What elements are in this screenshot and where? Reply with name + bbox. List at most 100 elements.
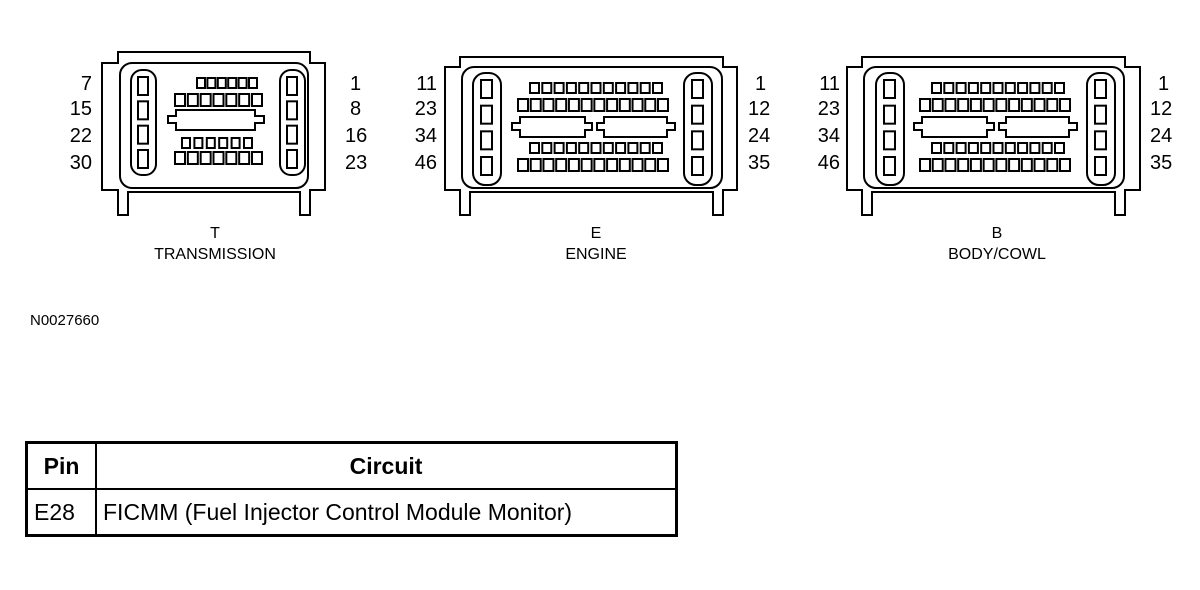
pin-label: 23 xyxy=(415,98,437,120)
pin-label: 46 xyxy=(818,152,840,174)
pin-cavity xyxy=(205,137,216,149)
pin-cavity xyxy=(517,98,529,112)
pin-cavity xyxy=(652,82,663,94)
pin-label: 7 xyxy=(81,73,92,95)
pin-cavity xyxy=(1054,82,1065,94)
pin-label: 1 xyxy=(1158,73,1169,95)
pin-label: 15 xyxy=(70,98,92,120)
pin-cavity xyxy=(982,98,995,112)
connector-letter: B xyxy=(992,225,1003,242)
table-row: E28 FICMM (Fuel Injector Control Module … xyxy=(25,488,678,537)
pin-cavity xyxy=(1029,142,1041,154)
pin-cavity xyxy=(992,82,1004,94)
pin-cavity xyxy=(216,77,227,89)
pin-cavity xyxy=(529,142,540,154)
pin-circuit-table: Pin Circuit E28 FICMM (Fuel Injector Con… xyxy=(25,441,678,537)
pin-label: 23 xyxy=(818,98,840,120)
pin-cavity xyxy=(957,158,970,172)
pin-label: 24 xyxy=(748,125,770,147)
pin-cavity xyxy=(225,93,238,107)
pin-cavity xyxy=(286,100,298,121)
connector-inner-frame xyxy=(863,66,1125,189)
pin-cavity xyxy=(995,158,1008,172)
pin-cavity xyxy=(593,98,606,112)
pin-column-left xyxy=(130,69,157,176)
pin-cavity xyxy=(238,93,251,107)
pin-cavity xyxy=(1059,98,1071,112)
pin-cavity xyxy=(657,158,669,172)
pin-cavity xyxy=(883,104,896,125)
pin-cavity xyxy=(580,98,593,112)
circuit-cell: FICMM (Fuel Injector Control Module Moni… xyxy=(95,488,678,537)
pin-cavity xyxy=(1020,98,1033,112)
pin-cavity xyxy=(618,98,631,112)
pin-cavity xyxy=(1046,158,1059,172)
pin-cavity xyxy=(1020,158,1033,172)
pin-cavity xyxy=(969,98,982,112)
pin-label: 23 xyxy=(345,152,367,174)
pin-cavity xyxy=(137,124,149,145)
pin-column-right xyxy=(1086,72,1116,186)
pin-cavity xyxy=(644,98,657,112)
connector-inner-frame xyxy=(119,62,309,189)
pin-cavity xyxy=(931,82,942,94)
pin-cavity xyxy=(1033,158,1046,172)
pin-cavity xyxy=(541,82,553,94)
pin-cavity xyxy=(1029,82,1041,94)
pin-cavity xyxy=(944,98,957,112)
pin-cavity xyxy=(541,142,553,154)
pin-cavity xyxy=(631,158,644,172)
pin-label: 46 xyxy=(415,152,437,174)
pin-cavity xyxy=(237,77,248,89)
pin-cavity xyxy=(542,98,555,112)
pin-column-left xyxy=(472,72,502,186)
pin-grid xyxy=(137,76,298,169)
pin-cavity xyxy=(529,82,540,94)
pin-column-right xyxy=(683,72,713,186)
pin-cavity xyxy=(593,158,606,172)
pin-cavity xyxy=(1017,142,1029,154)
pin-cavity xyxy=(1054,142,1065,154)
pin-cavity xyxy=(230,137,241,149)
pin-cavity xyxy=(199,151,212,165)
pin-cavity xyxy=(631,98,644,112)
pin-cavity xyxy=(957,98,970,112)
pin-cavity xyxy=(174,151,186,165)
connector-name: BODY/COWL xyxy=(948,246,1046,263)
pin-cavity xyxy=(186,93,199,107)
pin-cavity xyxy=(980,142,992,154)
pin-cavity xyxy=(567,158,580,172)
pin-cavity xyxy=(1059,158,1071,172)
pin-cavity xyxy=(919,158,931,172)
pin-label: 35 xyxy=(748,152,770,174)
pin-cavity xyxy=(691,79,704,99)
pin-cavity xyxy=(553,142,565,154)
pin-cavity xyxy=(982,158,995,172)
pin-cavity xyxy=(480,130,493,151)
pin-cavity xyxy=(225,151,238,165)
pin-cavity xyxy=(602,82,614,94)
pin-cavity xyxy=(1094,156,1107,176)
pin-column-right xyxy=(279,69,306,176)
pin-cavity xyxy=(248,77,258,89)
pin-cavity xyxy=(992,142,1004,154)
pin-cavity xyxy=(691,156,704,176)
pin-cavity xyxy=(644,158,657,172)
pin-cavity xyxy=(615,142,627,154)
pin-cavity xyxy=(955,142,967,154)
pin-cavity xyxy=(137,149,149,169)
pin-cavity xyxy=(227,77,238,89)
pin-cavity xyxy=(606,158,619,172)
pin-cavity xyxy=(1008,98,1021,112)
pin-cavity xyxy=(565,82,577,94)
connector-latch-right xyxy=(596,116,676,138)
pin-cavity xyxy=(602,142,614,154)
pin-label: 16 xyxy=(345,125,367,147)
pin-cavity xyxy=(193,137,204,149)
connector-name: ENGINE xyxy=(565,246,626,263)
pin-cavity xyxy=(212,151,225,165)
pin-label: 24 xyxy=(1150,125,1172,147)
pin-cavity xyxy=(1046,98,1059,112)
pin-label: 11 xyxy=(416,73,437,95)
pin-cavity xyxy=(590,82,602,94)
